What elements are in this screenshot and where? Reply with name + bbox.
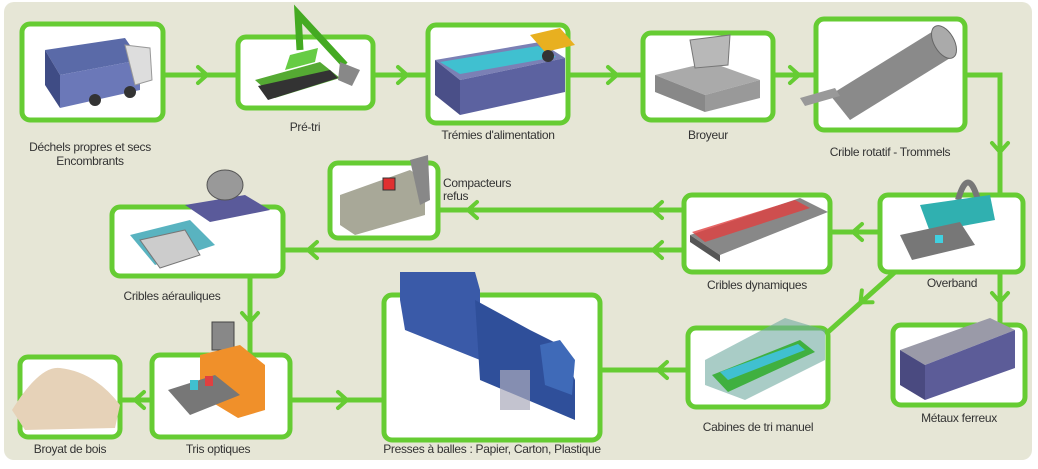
arrow-head-icon [466, 200, 479, 220]
step-tremies: Trémies d'alimentation [425, 22, 575, 142]
arrow-head-icon [858, 288, 875, 305]
step-trommel: Crible rotatif - Trommels [800, 16, 968, 159]
step-label: Déchels propres et secs [29, 140, 151, 154]
step-presses: Presses à balles : Papier, Carton, Plast… [381, 272, 603, 456]
metal-container-icon [900, 318, 1015, 400]
sorting-cabin-icon [705, 318, 825, 400]
step-label: Broyat de bois [34, 442, 107, 456]
step-label: Métaux ferreux [921, 411, 997, 425]
step-label: Cabines de tri manuel [703, 420, 813, 434]
step-compacteurs: Compacteurs refus [327, 155, 512, 241]
step-garbage-truck: Déchels propres et secs Encombrants [19, 21, 166, 168]
step-label-line2: Encombrants [56, 154, 124, 168]
arrow-head-icon [606, 65, 619, 85]
step-broyeur: Broyeur [640, 30, 776, 142]
arrow-head-icon [651, 240, 664, 260]
step-cribles-dynamiques: Cribles dynamiques [681, 192, 833, 292]
step-label: Broyeur [688, 128, 728, 142]
step-label-line2: refus [443, 189, 468, 203]
step-label: Overband [927, 276, 977, 290]
arrow-head-icon [851, 222, 864, 242]
step-label: Tris optiques [186, 442, 251, 456]
trommel-icon [800, 25, 957, 120]
step-label: Crible rotatif - Trommels [830, 145, 951, 159]
step-cabines: Cabines de tri manuel [685, 318, 831, 434]
step-label: Pré-tri [290, 120, 321, 134]
arrow-head-icon [396, 65, 409, 85]
baling-press-icon [400, 272, 575, 420]
arrow-head-icon [990, 291, 1010, 304]
compactor-icon [340, 155, 430, 235]
feed-hopper-icon [435, 28, 575, 115]
step-overband: Overband [877, 179, 1026, 290]
step-pre-tri: Pré-tri [235, 4, 376, 134]
flow-trommel-to-overband [965, 72, 1003, 195]
garbage-truck-icon [45, 38, 153, 108]
air-classifier-icon [130, 169, 270, 269]
step-label: Compacteurs [443, 176, 511, 190]
wood-chips-pile-icon [12, 367, 120, 430]
arrow-head-icon [336, 390, 349, 410]
step-cribles-aerauliques: Cribles aérauliques [109, 169, 286, 303]
step-label: Cribles dynamiques [707, 278, 807, 292]
arrow-head-icon [656, 360, 669, 380]
arrow-head-icon [306, 240, 319, 260]
step-broyat: Broyat de bois [12, 354, 123, 456]
dynamic-screen-icon [690, 198, 828, 262]
step-label: Trémies d'alimentation [441, 128, 554, 142]
arrow-head-icon [133, 390, 146, 410]
excavator-icon [255, 4, 360, 100]
step-label: Cribles aérauliques [123, 289, 220, 303]
flow-lines [120, 72, 1003, 403]
step-label: Presses à balles : Papier, Carton, Plast… [383, 442, 601, 456]
shredder-icon [655, 34, 760, 112]
arrow-head-icon [788, 65, 801, 85]
arrow-head-icon [990, 141, 1010, 154]
arrow-head-icon [196, 65, 209, 85]
optical-sorter-icon [168, 321, 265, 418]
arrow-head-icon [651, 200, 664, 220]
step-metaux-ferreux: Métaux ferreux [890, 318, 1028, 425]
step-tris-optiques: Tris optiques [149, 321, 293, 456]
arrow-head-icon [240, 311, 260, 324]
magnet-separator-icon [900, 179, 995, 260]
